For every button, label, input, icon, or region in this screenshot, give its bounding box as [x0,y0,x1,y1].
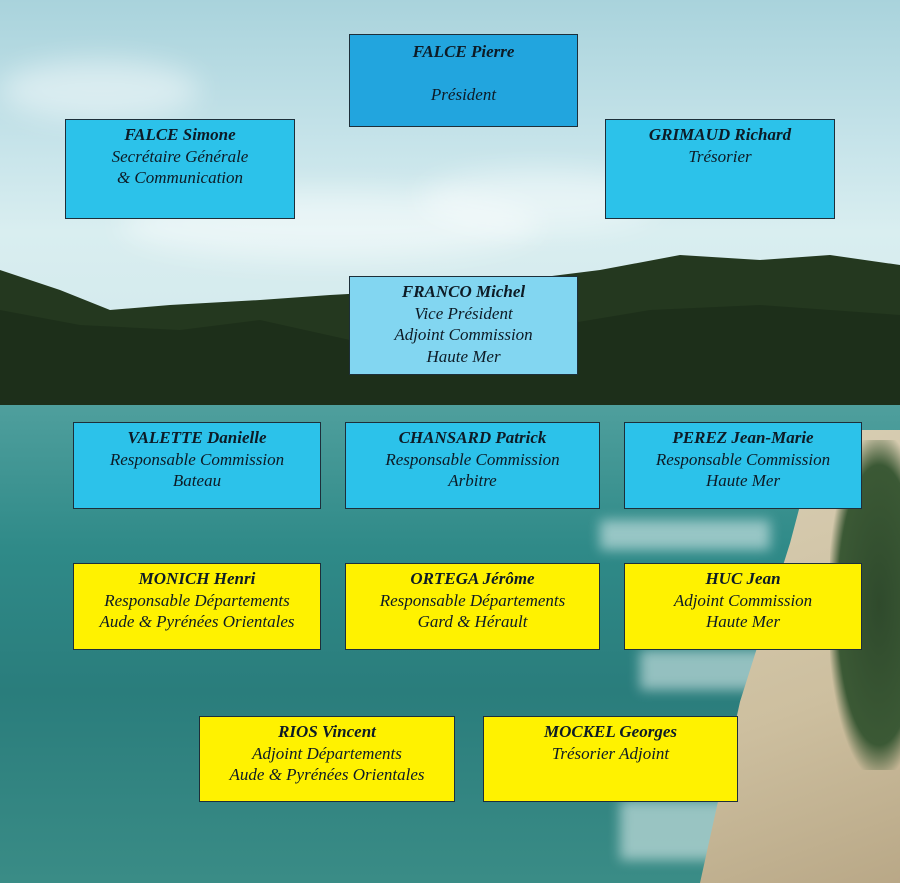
member-name: PEREZ Jean-Marie [672,428,814,447]
member-role: Arbitre [448,471,497,490]
member-role: Responsable Départements [104,590,290,610]
member-role: Trésorier [688,146,752,166]
surf [600,520,770,550]
member-box-vice-president: FRANCO Michel Vice Président Adjoint Com… [349,276,578,375]
member-role: Haute Mer [705,471,781,490]
member-role: Haute Mer [426,346,501,366]
member-name: VALETTE Danielle [127,428,267,447]
member-role: Responsable Commission [385,449,560,469]
member-role: Responsable Commission [655,449,831,469]
member-name: ORTEGA Jérôme [410,569,535,588]
member-box-commission-bateau: VALETTE Danielle Responsable Commission … [73,422,321,509]
member-name: MONICH Henri [138,569,256,588]
member-box-president: FALCE Pierre Président [349,34,578,127]
cloud [0,60,200,120]
member-role: Trésorier Adjoint [551,743,670,763]
member-box-departments-gard: ORTEGA Jérôme Responsable Départements G… [345,563,600,650]
member-role: Aude & Pyrénées Orientales [99,612,295,631]
member-role: Gard & Hérault [417,612,528,631]
member-box-treasurer: GRIMAUD Richard Trésorier [605,119,835,219]
member-name: GRIMAUD Richard [648,125,792,144]
member-name: RIOS Vincent [278,722,376,741]
member-role: Adjoint Commission [673,590,813,610]
member-name: HUC Jean [705,569,781,588]
member-name: FALCE Pierre [412,42,515,61]
member-role: Vice Président [414,303,513,323]
member-role: Responsable Départements [379,590,566,610]
member-role: Adjoint Commission [394,325,533,344]
member-box-commission-haute-mer: PEREZ Jean-Marie Responsable Commission … [624,422,862,509]
member-name: CHANSARD Patrick [398,428,547,447]
member-box-treasurer-adjoint: MOCKEL Georges Trésorier Adjoint [483,716,738,802]
member-box-adjoint-haute-mer: HUC Jean Adjoint Commission Haute Mer [624,563,862,650]
member-box-departments-aude: MONICH Henri Responsable Départements Au… [73,563,321,650]
member-role: & Communication [116,168,244,187]
member-role: Bateau [172,471,222,490]
member-role: Adjoint Départements [252,743,402,763]
member-role: Président [430,84,497,104]
member-name: FALCE Simone [124,125,236,144]
member-box-adjoint-departments: RIOS Vincent Adjoint Départements Aude &… [199,716,455,802]
member-name: MOCKEL Georges [543,722,677,741]
member-role: Haute Mer [705,612,781,631]
member-role: Secrétaire Générale [111,146,249,166]
member-role: Aude & Pyrénées Orientales [229,765,425,784]
member-role: Responsable Commission [109,449,285,469]
member-box-secretary: FALCE Simone Secrétaire Générale & Commu… [65,119,295,219]
member-name: FRANCO Michel [401,282,526,301]
member-box-commission-arbitre: CHANSARD Patrick Responsable Commission … [345,422,600,509]
